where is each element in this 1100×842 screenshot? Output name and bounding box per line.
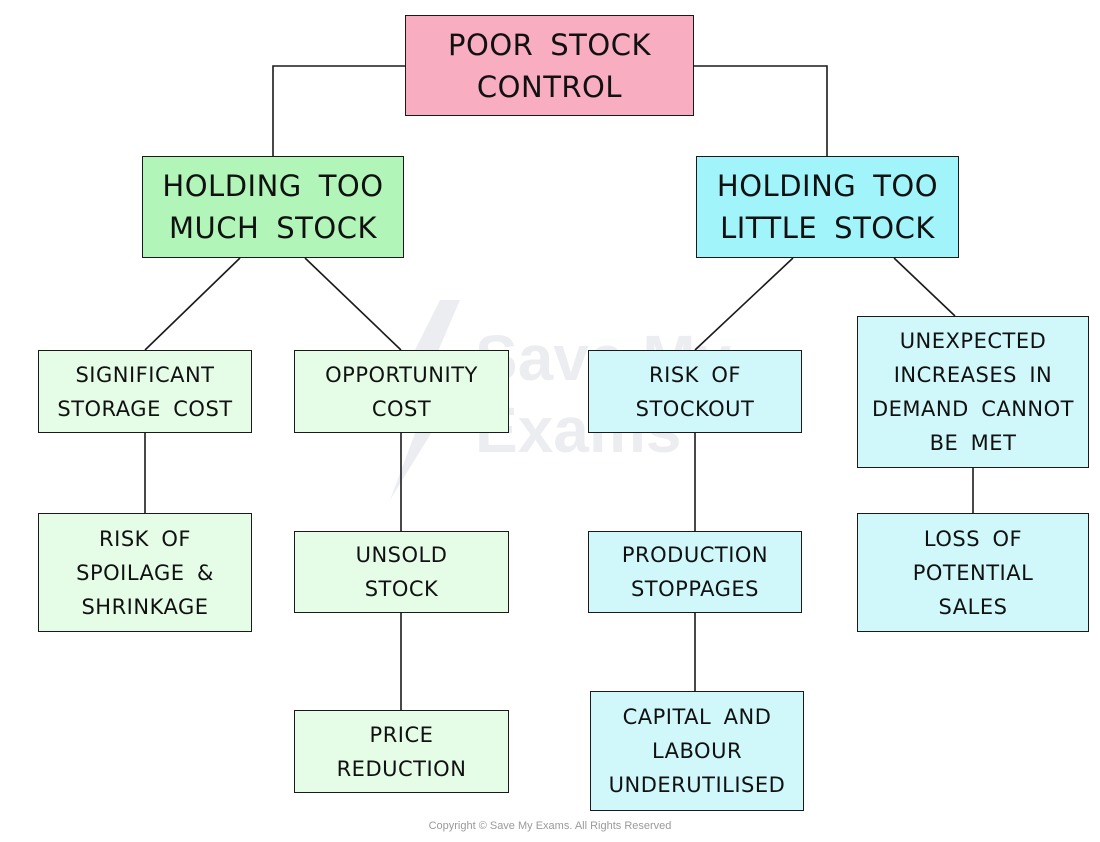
node-production-stoppages: PRODUCTION STOPPAGES — [588, 531, 802, 613]
node-risk-of-spoilage: RISK OF SPOILAGE & SHRINKAGE — [38, 513, 252, 632]
node-significant-storage-cost: SIGNIFICANT STORAGE COST — [38, 350, 252, 433]
node-poor-stock-control: POOR STOCK CONTROL — [405, 15, 694, 116]
node-unexpected-demand: UNEXPECTED INCREASES IN DEMAND CANNOT BE… — [857, 316, 1089, 468]
node-risk-of-stockout: RISK OF STOCKOUT — [588, 350, 802, 433]
connector-too-much-storage — [144, 257, 241, 351]
node-holding-too-little-stock: HOLDING TOO LITTLE STOCK — [696, 156, 959, 258]
node-holding-too-much-stock: HOLDING TOO MUCH STOCK — [142, 156, 404, 258]
node-loss-of-potential-sales: LOSS OF POTENTIAL SALES — [857, 513, 1089, 632]
connector-too-much-opportunity — [304, 257, 402, 351]
connector-too-little-stockout — [694, 257, 794, 351]
connector-too-little-demand — [893, 257, 956, 317]
node-unsold-stock: UNSOLD STOCK — [294, 531, 509, 613]
connector-root-too-little — [694, 65, 828, 156]
node-price-reduction: PRICE REDUCTION — [294, 710, 509, 793]
node-opportunity-cost: OPPORTUNITY COST — [294, 350, 509, 433]
copyright-notice: Copyright © Save My Exams. All Rights Re… — [428, 820, 672, 832]
connector-root-too-much — [272, 65, 405, 156]
node-capital-labour-underutilised: CAPITAL AND LABOUR UNDERUTILISED — [590, 691, 804, 811]
